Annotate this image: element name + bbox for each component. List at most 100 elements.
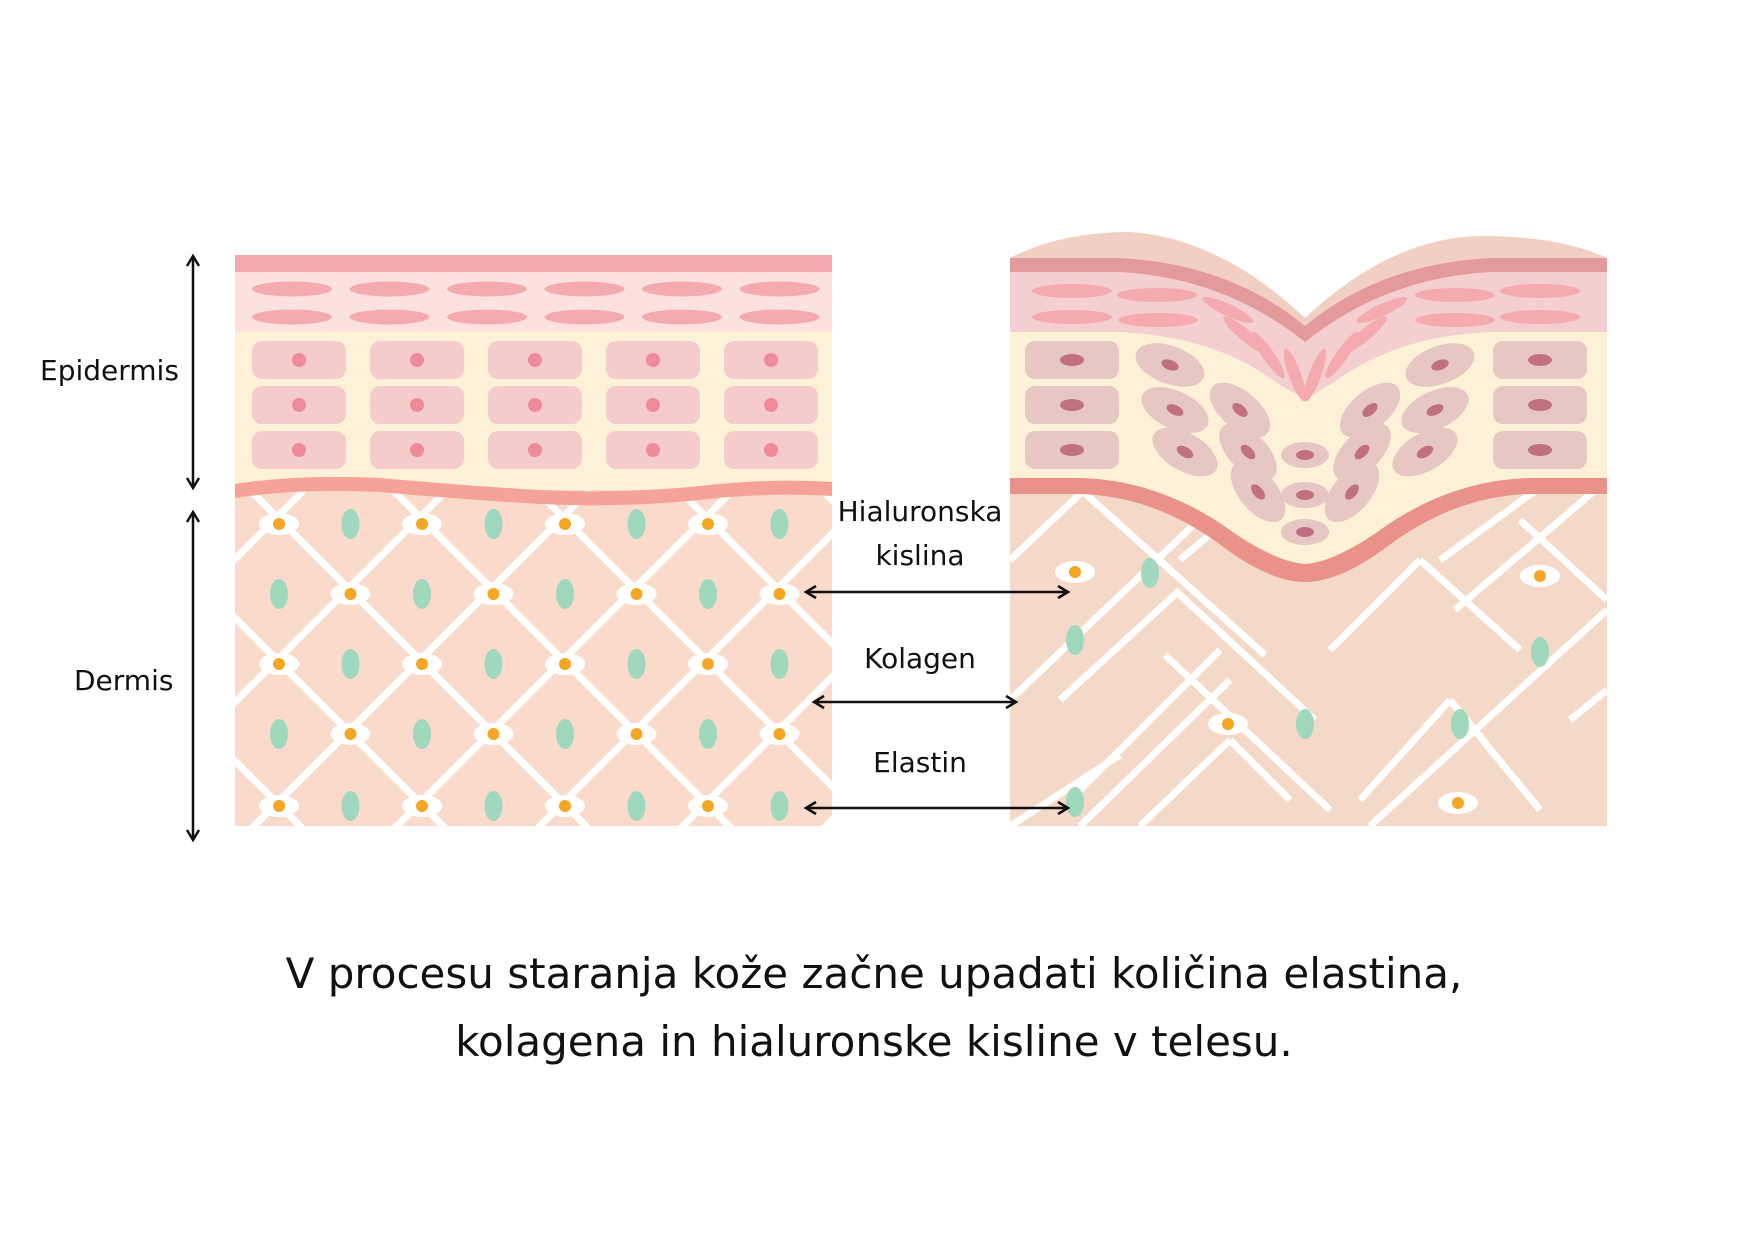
aged-hyaluronic-group	[1055, 561, 1560, 814]
collagen-fragment	[1077, 677, 1233, 826]
elastin-label: Elastin	[873, 746, 967, 779]
aged-epidermis-cell	[1152, 427, 1218, 477]
cell-nucleus	[410, 398, 424, 412]
aged-epidermis-cell	[1135, 343, 1205, 387]
young-epidermis-cells	[252, 341, 818, 469]
cell-nucleus	[292, 353, 306, 367]
collagen-fragment	[1517, 517, 1607, 603]
hyaluronic-dot	[416, 800, 428, 812]
cell-nucleus	[292, 398, 306, 412]
flat-cell	[1303, 348, 1327, 402]
collagen-fragment	[1417, 557, 1523, 653]
hyaluronic-dot	[1452, 797, 1464, 809]
elastin-fiber	[484, 509, 503, 539]
dermis-label: Dermis	[74, 664, 174, 697]
flat-cell	[739, 309, 820, 325]
cell-nucleus	[764, 398, 778, 412]
hyaluronic-label: Hialuronska kislina	[820, 490, 1020, 578]
elastin-fiber	[270, 719, 288, 749]
cell-nucleus	[1416, 445, 1434, 459]
flat-cell	[1500, 310, 1580, 324]
elastin-fiber	[699, 719, 717, 749]
hyaluronic-dot	[273, 658, 285, 670]
cell-nucleus	[410, 443, 424, 457]
hyaluronic-dot	[630, 588, 643, 600]
elastin-fiber	[627, 791, 646, 821]
aged-epidermis-cell	[1281, 442, 1329, 468]
elastin-fiber	[413, 579, 431, 609]
young-skin-surface	[235, 255, 832, 272]
flat-cell	[1032, 284, 1112, 298]
elastin-fiber	[556, 719, 574, 749]
hyaluronic-dot	[559, 658, 571, 670]
elastin-fiber	[1296, 709, 1314, 739]
flat-cell	[1356, 296, 1408, 324]
cell-nucleus	[1232, 403, 1248, 417]
elastin-fiber	[1451, 709, 1469, 739]
elastin-fiber	[1066, 787, 1084, 817]
elastin-fiber	[270, 579, 288, 609]
collagen-fiber	[0, 490, 161, 830]
elastin-fiber	[1066, 625, 1084, 655]
cell-nucleus	[1060, 444, 1084, 456]
collagen-fragment	[1010, 492, 1228, 703]
collagen-label: Kolagen	[864, 642, 976, 675]
aged-epidermis-cell	[1392, 427, 1458, 477]
hyaluronic-dot	[773, 588, 786, 600]
hyaluronic-dot	[344, 588, 357, 600]
flat-cell	[739, 281, 820, 297]
collagen-fiber	[235, 756, 305, 826]
aged-epidermis-cell	[1401, 387, 1469, 433]
collagen-fragment	[1177, 592, 1318, 723]
cell-nucleus	[528, 398, 542, 412]
cell-nucleus	[646, 353, 660, 367]
hyaluronic-dot	[1534, 570, 1546, 582]
flat-cell	[642, 281, 722, 297]
flat-cell	[349, 309, 430, 325]
aged-epidermis-cell	[1219, 423, 1277, 481]
cell-nucleus	[1354, 444, 1370, 460]
aged-skin	[1010, 232, 1607, 826]
hyaluronic-dot	[630, 728, 643, 740]
cell-nucleus	[1345, 484, 1359, 500]
collagen-fragment	[1137, 737, 1233, 826]
hyaluronic-dot	[559, 800, 571, 812]
flat-cell	[349, 281, 430, 297]
cell-nucleus	[1296, 490, 1314, 500]
cell-nucleus	[410, 353, 424, 367]
hyaluronic-dot	[773, 728, 786, 740]
elastin-fiber	[341, 649, 360, 679]
dermis-arrow	[185, 509, 201, 843]
aged-epidermis-cell	[1405, 343, 1475, 387]
aged-epidermis-cell	[1333, 423, 1391, 481]
collagen-fragment	[1327, 557, 1423, 653]
hyaluronic-dot	[344, 728, 357, 740]
flat-cell	[1415, 313, 1495, 327]
elastin-fiber	[770, 791, 789, 821]
hyaluronic-dot	[1069, 566, 1081, 578]
cell-nucleus	[528, 443, 542, 457]
aged-epidermis-cell	[1281, 519, 1329, 545]
hyaluronic-dot	[273, 800, 285, 812]
collagen-fragment	[1357, 697, 1453, 803]
cell-nucleus	[1060, 354, 1084, 366]
flat-cell	[447, 309, 527, 325]
cell-nucleus	[1296, 527, 1314, 537]
collagen-fragment	[1227, 737, 1293, 803]
aged-skin-surface-outer	[1010, 232, 1607, 330]
cell-nucleus	[1161, 359, 1179, 371]
flat-cell	[642, 309, 722, 325]
elastin-fiber	[1141, 558, 1159, 588]
flat-cell	[1202, 296, 1254, 324]
collagen-fiber	[0, 490, 18, 830]
cell-nucleus	[1528, 354, 1552, 366]
cell-nucleus	[1240, 444, 1256, 460]
cell-nucleus	[1431, 359, 1449, 371]
caption-line1: V procesu staranja kože začne upadati ko…	[285, 949, 1463, 998]
elastin-fiber	[770, 509, 789, 539]
aged-epidermis-cell	[1281, 482, 1329, 508]
elastin-fiber	[413, 719, 431, 749]
aged-epidermis-cell	[1230, 461, 1286, 523]
elastin-fiber	[341, 509, 360, 539]
